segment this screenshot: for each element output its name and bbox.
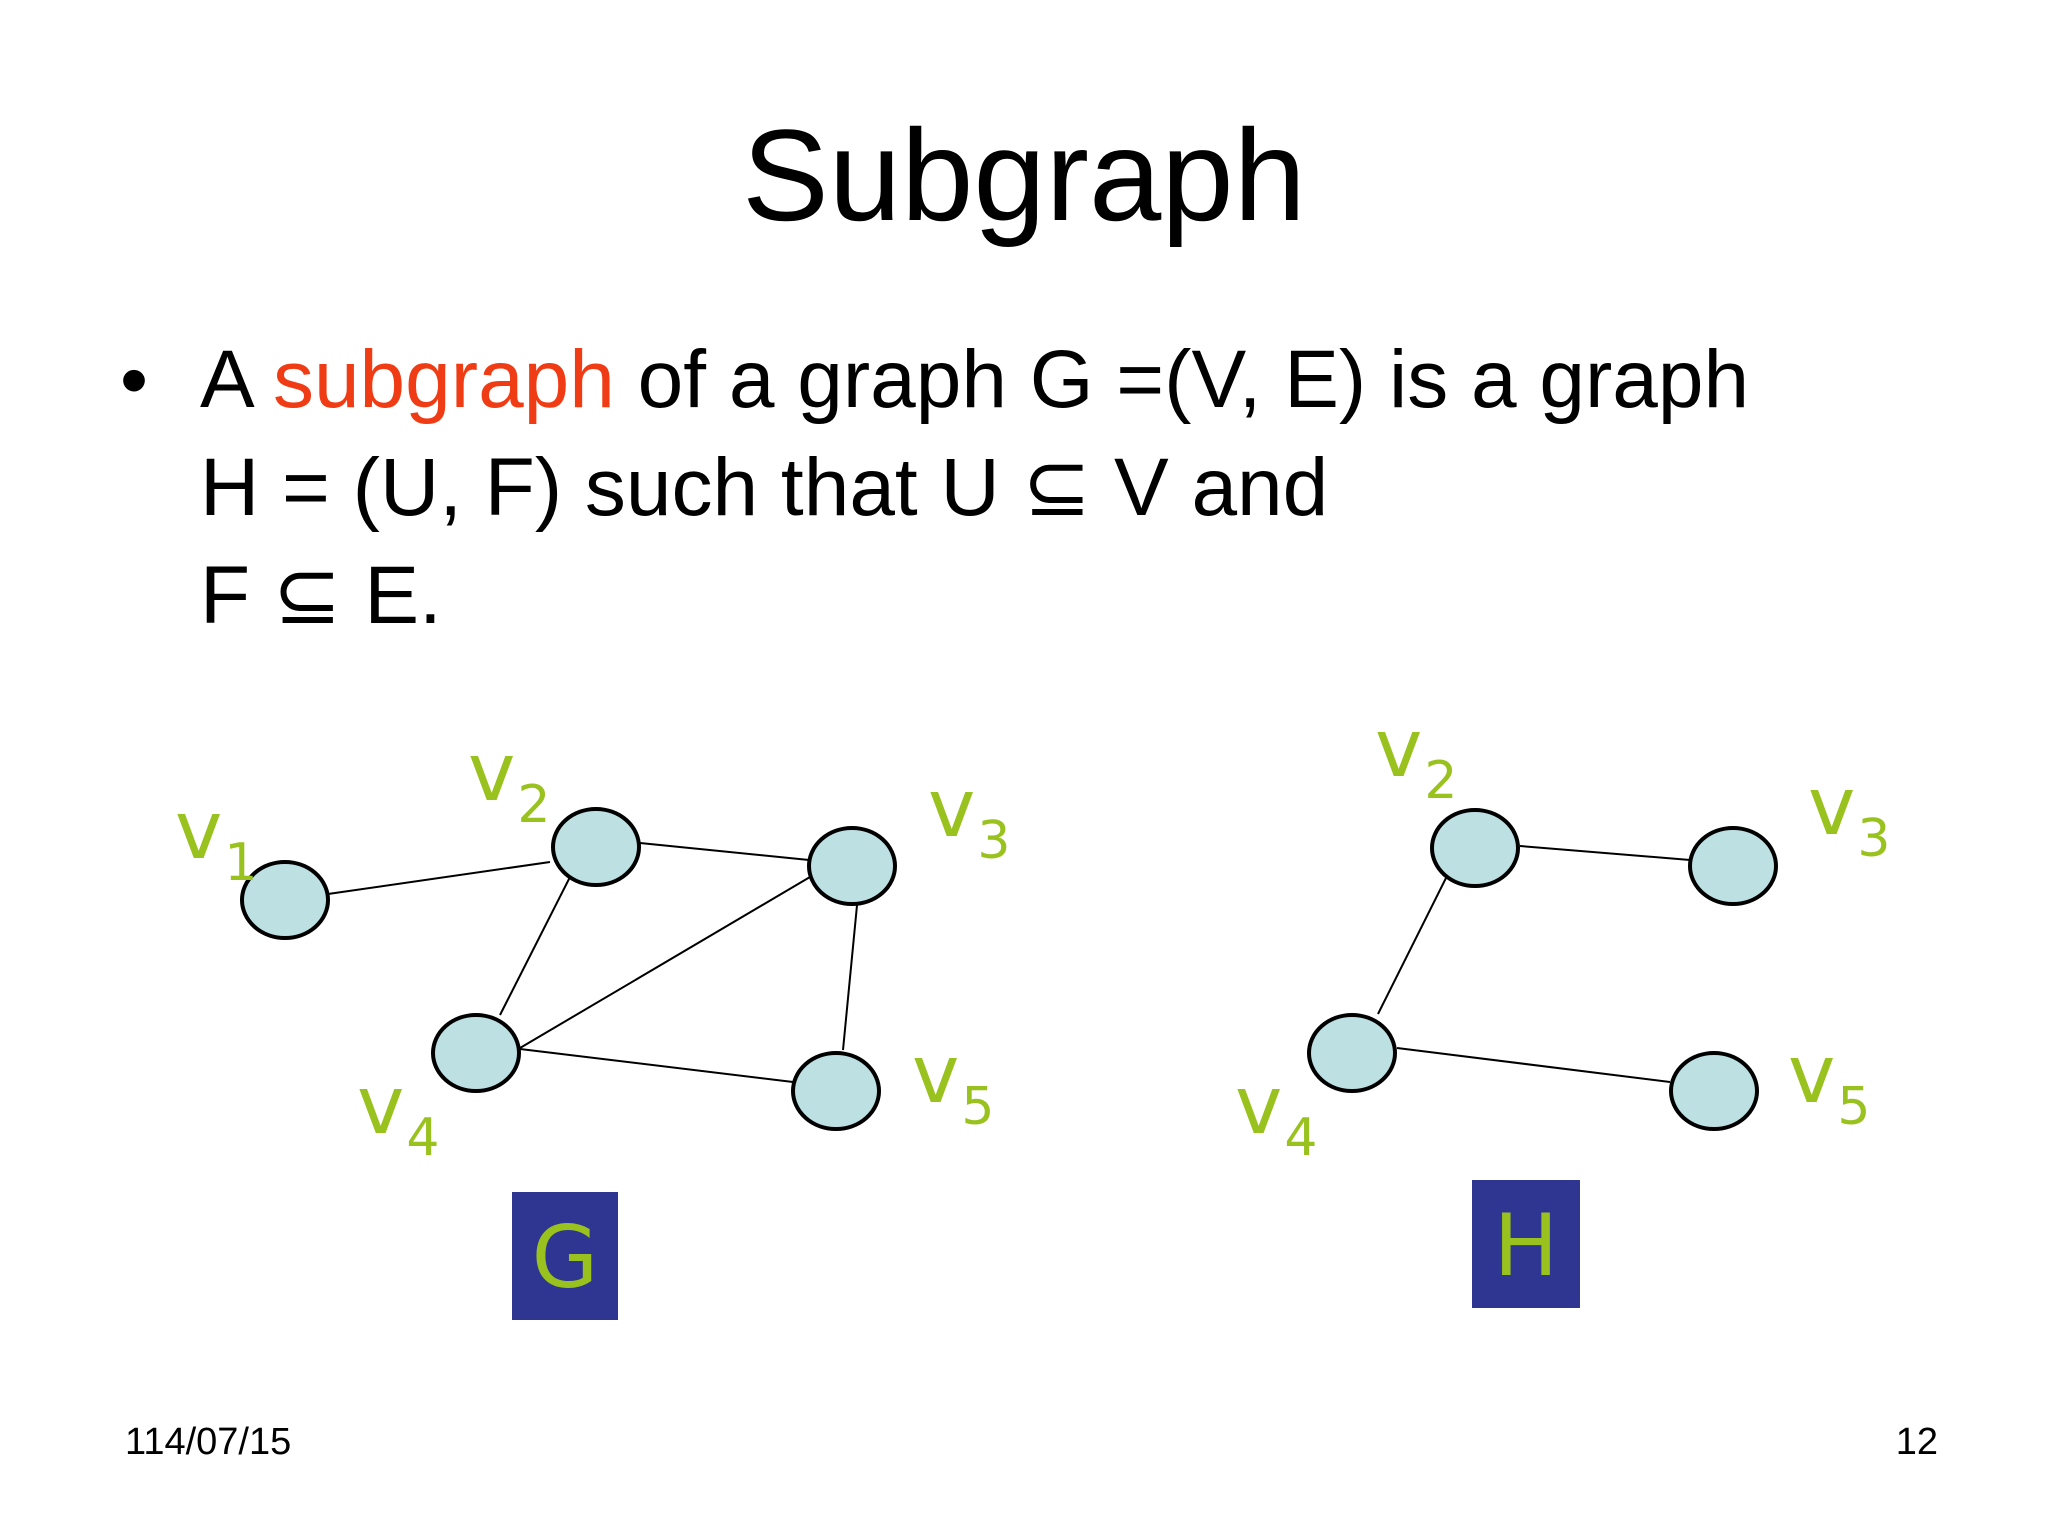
vertex-v2 xyxy=(1430,808,1520,888)
slide-title: Subgraph xyxy=(742,102,1306,248)
vertex-label-v2: v2 xyxy=(468,726,550,835)
edge-v2-v3 xyxy=(639,842,810,861)
vertex-label-v5: v5 xyxy=(1788,1028,1870,1137)
vertex-label-v2: v2 xyxy=(1375,702,1457,811)
vertex-v2 xyxy=(551,807,641,887)
vertex-v5 xyxy=(791,1051,881,1131)
edge-v4-v5 xyxy=(519,1048,794,1083)
edge-v1-v2 xyxy=(327,861,551,895)
vertex-v3 xyxy=(1688,826,1778,906)
edge-v2-v4 xyxy=(1377,875,1448,1015)
edge-v2-v3 xyxy=(1519,845,1691,861)
vertex-label-v5: v5 xyxy=(912,1028,994,1137)
vertex-label-v3: v3 xyxy=(1808,760,1890,869)
line1-prefix: A xyxy=(200,334,273,425)
footer-date: 114/07/15 xyxy=(125,1421,292,1463)
vertex-v3 xyxy=(807,826,897,906)
definition-line-3: F ⊆ E. xyxy=(200,550,442,641)
edge-v3-v5 xyxy=(842,894,859,1051)
vertex-label-v4: v4 xyxy=(1235,1059,1317,1168)
graph-name-label: H xyxy=(1494,1196,1559,1296)
vertex-label-v3: v3 xyxy=(928,762,1010,871)
definition-line-1: A subgraph of a graph G =(V, E) is a gra… xyxy=(200,330,1749,430)
vertex-v1 xyxy=(240,860,330,940)
vertex-label-v4: v4 xyxy=(357,1059,439,1168)
definition-line-2: H = (U, F) such that U ⊆ V and xyxy=(200,442,1329,533)
vertex-v5 xyxy=(1669,1051,1759,1131)
graph-name-label: G xyxy=(532,1208,599,1308)
vertex-v4 xyxy=(431,1013,521,1093)
graph-h: v2 v3 v4 v5H xyxy=(1235,702,1890,1308)
slide-number: 12 xyxy=(1895,1421,1938,1463)
vertex-v4 xyxy=(1307,1013,1397,1093)
edge-v3-v4 xyxy=(519,876,811,1049)
graph-g: v1 v2 v3 v4 v5G xyxy=(175,726,1010,1320)
graph-name-box-h: H xyxy=(1472,1180,1580,1308)
edge-v4-v5 xyxy=(1396,1047,1671,1083)
graph-name-background xyxy=(512,1192,618,1320)
highlight-term: subgraph xyxy=(272,334,615,425)
bullet-marker: • xyxy=(120,335,149,424)
edge-v2-v4 xyxy=(499,876,571,1016)
vertex-label-v1: v1 xyxy=(175,784,257,893)
graph-name-background xyxy=(1472,1180,1580,1308)
line1-suffix: of a graph G =(V, E) is a graph xyxy=(614,334,1750,425)
graph-name-box-g: G xyxy=(512,1192,618,1320)
